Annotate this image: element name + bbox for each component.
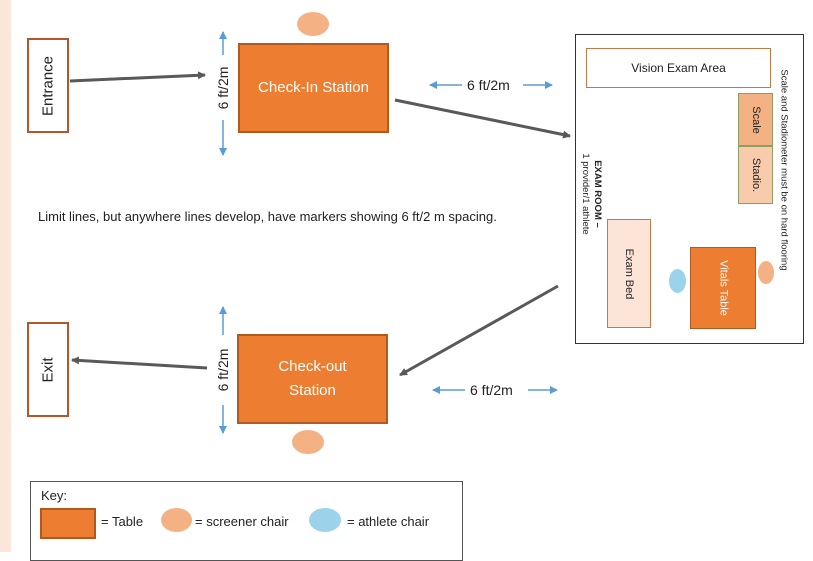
- vision-exam-area: Vision Exam Area: [586, 48, 771, 88]
- checkout-label-line2: Station: [289, 382, 336, 399]
- checkin-vertical-spacing-label: 6 ft/2m: [215, 66, 231, 110]
- checkin-station: Check-In Station: [238, 43, 389, 133]
- scale-area: Scale: [738, 93, 773, 146]
- checkout-vertical-spacing-label: 6 ft/2m: [215, 348, 231, 392]
- vitals-table: Vitals Table: [690, 247, 756, 329]
- checkout-to-exit-arrow: [71, 356, 208, 370]
- legend-title: Key:: [41, 488, 68, 503]
- checkout-screener-chair: [292, 430, 324, 454]
- checkin-screener-chair: [297, 12, 329, 36]
- bottom-horizontal-spacing-label: 6 ft/2m: [470, 382, 513, 398]
- checkout-station: Check-out Station: [237, 334, 388, 424]
- exam-to-checkout-arrow: [399, 284, 559, 377]
- legend-athlete-label: = athlete chair: [347, 514, 430, 529]
- entrance-box: Entrance: [27, 38, 69, 133]
- exam-room-label: EXAM ROOM – 1 provider/1 athlete: [580, 153, 603, 235]
- flooring-note: Scale and Stadiometer must be on hard fl…: [778, 68, 790, 271]
- legend-table-swatch: [40, 508, 96, 539]
- checkin-label: Check-In Station: [258, 79, 369, 96]
- exam-athlete-chair: [669, 269, 686, 293]
- legend-athlete-chair-swatch: [309, 508, 341, 532]
- top-horizontal-spacing-label: 6 ft/2m: [467, 77, 510, 93]
- entrance-label: Entrance: [39, 55, 57, 116]
- left-margin-strip: [0, 0, 11, 552]
- legend-screener-chair-swatch: [161, 508, 192, 532]
- legend-screener-label: = screener chair: [195, 514, 289, 529]
- legend-table-label: = Table: [101, 514, 144, 529]
- checkout-label-line1: Check-out: [278, 358, 347, 375]
- exit-label: Exit: [39, 356, 57, 383]
- vitals-screener-chair: [758, 261, 774, 284]
- legend-key: Key: = Table = screener chair = athlete …: [30, 481, 463, 561]
- spacing-note: Limit lines, but anywhere lines develop,…: [38, 209, 497, 224]
- exit-box: Exit: [27, 322, 69, 417]
- exam-bed: Exam Bed: [607, 219, 651, 328]
- entrance-to-checkin-arrow: [69, 71, 206, 83]
- stadiometer-area: Stadio.: [738, 146, 773, 204]
- checkin-to-exam-arrow: [394, 98, 571, 139]
